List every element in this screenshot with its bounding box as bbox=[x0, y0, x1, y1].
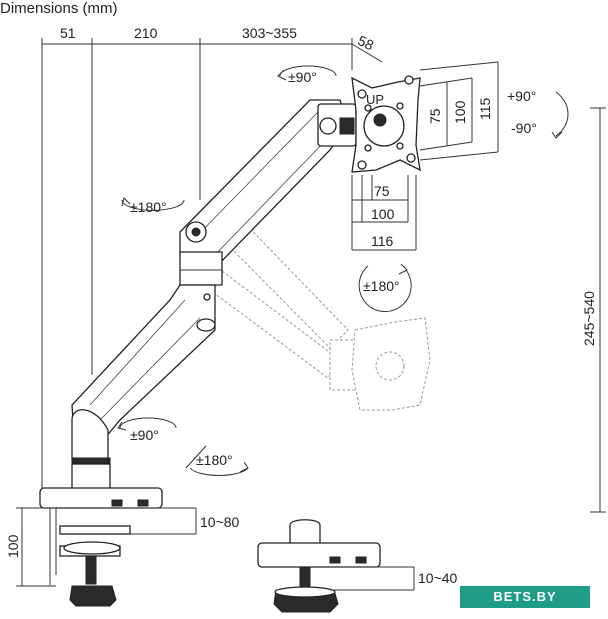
tilt-rotation-icon bbox=[277, 65, 337, 81]
vesa-v-75: 75 bbox=[427, 108, 443, 124]
watermark-logo: BETS.BY bbox=[460, 586, 590, 608]
clamp-height: 100 bbox=[5, 534, 21, 558]
base-swivel-label: ±180° bbox=[196, 452, 233, 468]
dim-303-355: 303~355 bbox=[242, 25, 297, 41]
base-swivel-rotation-icon bbox=[185, 445, 249, 476]
clamp-desk-thickness: 10~80 bbox=[200, 514, 240, 530]
pivot-rotation-icon bbox=[551, 91, 569, 139]
elbow-rotation-icon bbox=[121, 197, 185, 211]
elbow-joint bbox=[179, 251, 223, 286]
grommet-base bbox=[257, 519, 381, 613]
vesa-horizontal-dims bbox=[351, 175, 417, 251]
vesa-plate bbox=[351, 75, 421, 173]
tilt-label: ±90° bbox=[288, 69, 317, 85]
vesa-h-75: 75 bbox=[374, 183, 390, 199]
ghost-arm bbox=[204, 209, 431, 411]
top-dimension-line bbox=[41, 38, 383, 500]
pivot-up-label: +90° bbox=[507, 88, 536, 104]
dim-51: 51 bbox=[60, 25, 76, 41]
clamp-base bbox=[39, 487, 163, 607]
height-range: 245~540 bbox=[581, 291, 597, 346]
diagram-title: Dimensions (mm) bbox=[0, 0, 118, 17]
swivel-rotation-icon bbox=[358, 263, 412, 313]
vesa-vertical-dims bbox=[419, 61, 499, 161]
pivot-down-label: -90° bbox=[511, 120, 537, 136]
base-tilt-rotation-icon bbox=[117, 417, 177, 431]
height-range-line bbox=[590, 107, 606, 513]
vesa-h-116: 116 bbox=[371, 233, 394, 249]
grommet-desk-thickness: 10~40 bbox=[418, 570, 458, 586]
upper-arm bbox=[179, 99, 357, 271]
vesa-v-115: 115 bbox=[477, 97, 493, 120]
swivel-rotation-label: ±180° bbox=[363, 278, 400, 294]
clamp-dim-lines bbox=[16, 507, 197, 587]
dim-58: 58 bbox=[355, 32, 376, 53]
elbow-rotation-label: ±180° bbox=[130, 199, 167, 215]
dim-210: 210 bbox=[134, 25, 158, 41]
post bbox=[71, 409, 111, 491]
base-tilt-label: ±90° bbox=[130, 427, 159, 443]
vesa-v-100: 100 bbox=[452, 100, 468, 124]
vesa-h-100: 100 bbox=[371, 206, 395, 222]
vesa-up-label: UP bbox=[366, 92, 384, 107]
grommet-dim-lines bbox=[330, 566, 415, 591]
